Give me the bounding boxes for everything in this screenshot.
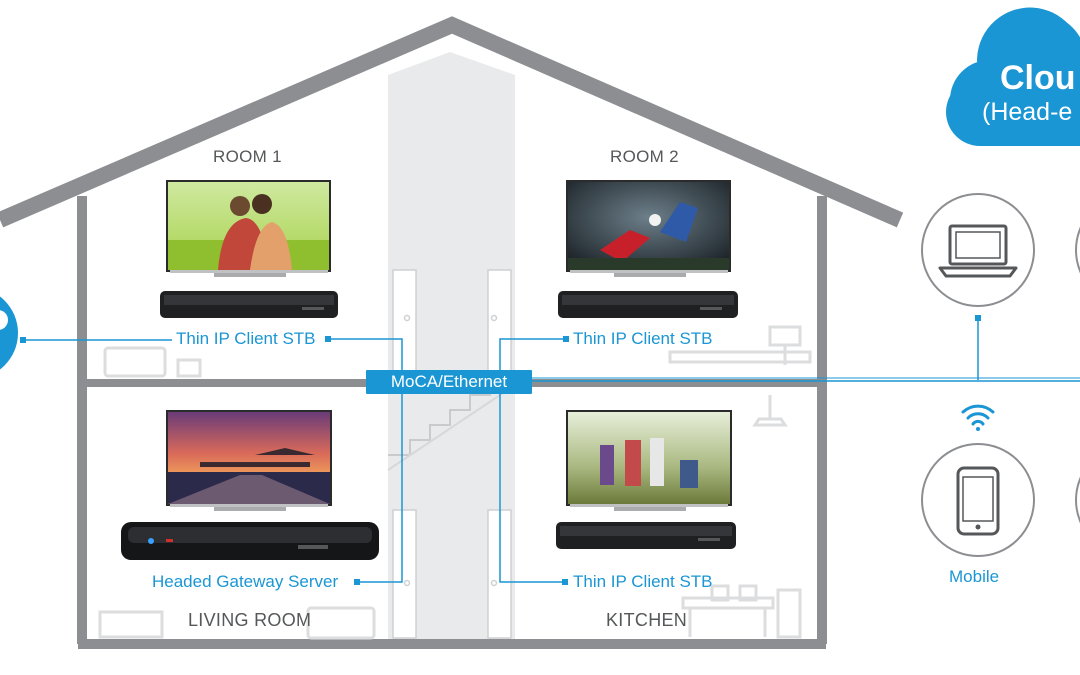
stb-room2-icon xyxy=(558,291,738,318)
moca-ethernet-badge: MoCA/Ethernet xyxy=(366,370,532,394)
door-strips xyxy=(392,269,512,639)
partial-device-icon-right-lower xyxy=(1075,476,1080,524)
tv-room1-icon xyxy=(166,180,331,277)
living-room-label: LIVING ROOM xyxy=(188,610,312,630)
tv-kitchen-icon xyxy=(566,410,732,511)
line-endpoints xyxy=(20,315,981,585)
house-outline xyxy=(0,16,904,649)
kitchen-label: KITCHEN xyxy=(606,610,688,630)
mobile-label: Mobile xyxy=(949,567,1000,586)
gateway-server-label: Headed Gateway Server xyxy=(152,572,339,591)
gateway-server-icon xyxy=(121,522,379,560)
stb-kitchen-icon xyxy=(556,522,736,549)
mobile-phone-icon xyxy=(921,443,1035,557)
network-lines xyxy=(20,318,1080,583)
laptop-icon xyxy=(921,193,1035,307)
stb-room1-icon xyxy=(160,291,338,318)
partial-device-icon-right xyxy=(1075,226,1080,274)
tv-living-room-icon xyxy=(166,410,332,511)
tv-room2-icon xyxy=(566,180,731,277)
room2-label: ROOM 2 xyxy=(610,147,679,166)
kitchen-stb-label: Thin IP Client STB xyxy=(573,572,713,591)
furniture-sketches xyxy=(98,325,812,640)
cloud-subtitle: (Head-e xyxy=(982,98,1073,126)
partial-device-icon xyxy=(0,296,18,370)
room1-stb-label: Thin IP Client STB xyxy=(176,329,316,348)
wifi-icon xyxy=(961,404,995,431)
room1-label: ROOM 1 xyxy=(213,147,282,166)
room2-stb-label: Thin IP Client STB xyxy=(573,329,713,348)
cloud-icon xyxy=(946,7,1080,147)
cloud-title: Clou xyxy=(1000,59,1076,97)
